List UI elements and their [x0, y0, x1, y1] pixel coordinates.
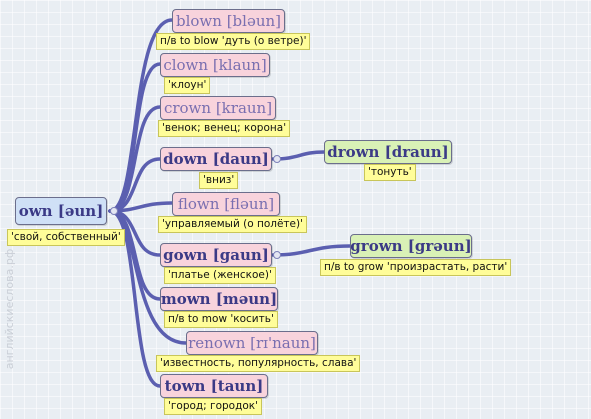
word-down: down — [163, 150, 208, 168]
word-drown: drown — [327, 143, 380, 161]
gloss-clown: 'клоун' — [164, 77, 211, 94]
word-blown: blown — [175, 12, 222, 30]
node-blown[interactable]: blown [bləun] — [172, 9, 285, 33]
expand-handle-root — [110, 207, 118, 215]
word-grown: grown — [350, 237, 403, 255]
node-grown[interactable]: grown [grəun] — [350, 234, 472, 258]
ipa-gown: [gaun] — [212, 246, 269, 264]
node-gown[interactable]: gown [gaun] — [160, 243, 272, 267]
expand-handle-down — [273, 155, 281, 163]
node-clown[interactable]: clown [klaun] — [160, 53, 270, 77]
link-own-town — [108, 209, 162, 388]
ipa-flown: [fləun] — [224, 195, 275, 213]
gloss-grown: п/в to grow 'произрастать, расти' — [320, 259, 512, 276]
word-gown: gown — [163, 246, 208, 264]
ipa-clown: [klaun] — [212, 56, 267, 74]
ipa-crown: [kraun] — [215, 99, 273, 117]
link-own-crown — [108, 105, 162, 213]
word-town: town — [164, 377, 206, 395]
word-crown: crown — [163, 99, 212, 117]
word-flown: flown — [177, 195, 220, 213]
gloss-gown: 'платье (женское)' — [164, 267, 276, 284]
ipa-renown: [rɪ'naun] — [250, 334, 316, 352]
gloss-drown: 'тонуть' — [364, 164, 416, 181]
node-town[interactable]: town [taun] — [160, 374, 268, 398]
root-word: own — [18, 202, 53, 220]
ipa-grown: [grəun] — [407, 237, 472, 255]
gloss-town: 'город; городок' — [164, 398, 262, 415]
ipa-mown: [məun] — [215, 290, 278, 308]
gloss-crown: 'венок; венец; корона' — [158, 120, 291, 137]
node-crown[interactable]: crown [kraun] — [160, 96, 276, 120]
word-renown: renown — [188, 334, 246, 352]
gloss-down: 'вниз' — [199, 172, 239, 189]
link-gown-grown — [271, 244, 352, 257]
gloss-mown: п/в to mow 'косить' — [164, 311, 278, 328]
word-clown: clown — [163, 56, 209, 74]
gloss-own: 'свой, собственный' — [7, 229, 125, 246]
node-flown[interactable]: flown [fləun] — [172, 192, 280, 216]
node-mown[interactable]: mown [məun] — [160, 287, 278, 311]
gloss-flown: 'управляемый (о полёте)' — [158, 216, 307, 233]
node-drown[interactable]: drown [draun] — [324, 140, 452, 164]
gloss-renown: 'известность, популярность, слава' — [156, 355, 361, 372]
root-ipa: [əun] — [57, 202, 104, 220]
ipa-blown: [bləun] — [226, 12, 282, 30]
ipa-town: [taun] — [210, 377, 264, 395]
ipa-drown: [draun] — [384, 143, 449, 161]
root-node-own[interactable]: own [əun] — [15, 197, 107, 225]
word-mown: mown — [160, 290, 211, 308]
node-down[interactable]: down [daun] — [160, 147, 272, 171]
watermark-text: английскиеслова.рф — [3, 248, 16, 370]
node-renown[interactable]: renown [rɪ'naun] — [186, 331, 318, 355]
gloss-blown: п/в to blow 'дуть (о ветре)' — [156, 33, 311, 50]
ipa-down: [daun] — [212, 150, 269, 168]
expand-handle-gown — [273, 251, 281, 259]
